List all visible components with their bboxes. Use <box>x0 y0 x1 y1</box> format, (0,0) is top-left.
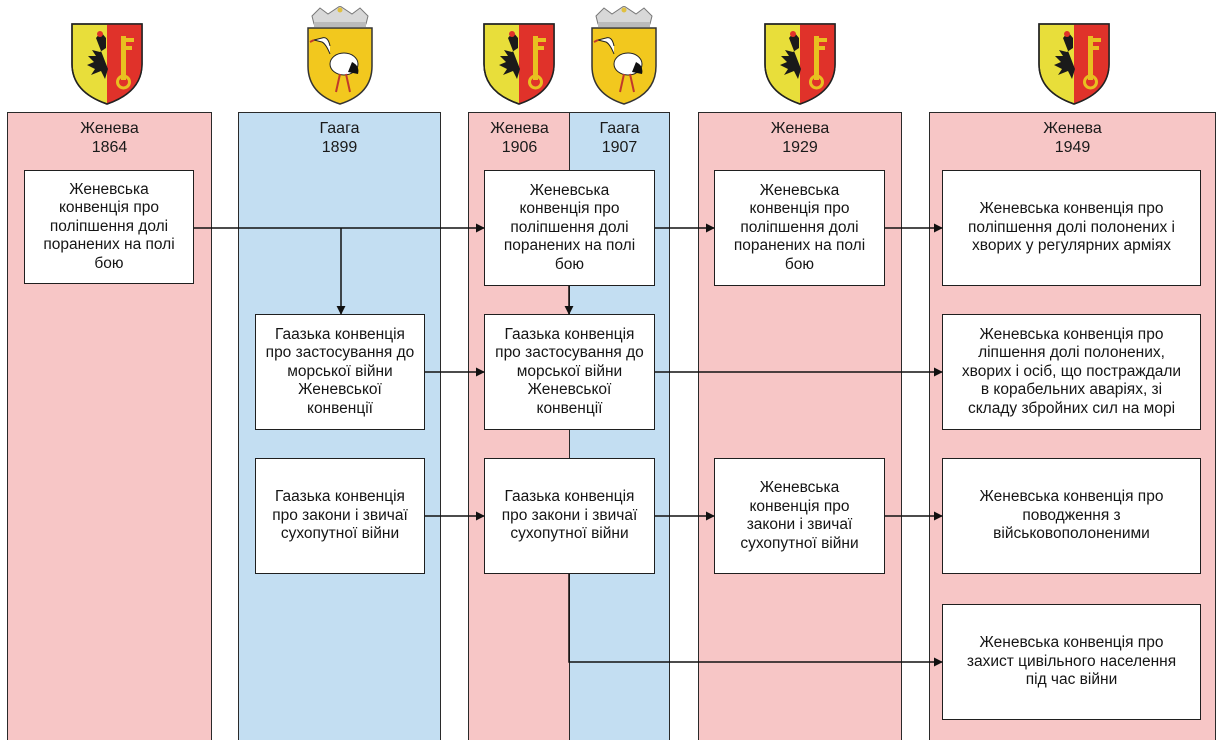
box-line: поліпшення долі <box>49 217 169 235</box>
box-line: Женевська конвенція про <box>979 200 1164 218</box>
box-line: Женевської <box>298 381 382 399</box>
box-line: Гаазька конвенція <box>275 488 405 506</box>
column-city: Женева <box>1043 120 1102 137</box>
column-header: Гаага 1907 <box>570 119 669 157</box>
box-line: конвенція про <box>749 497 850 515</box>
box-line: Женевська конвенція про <box>979 634 1164 652</box>
box-hague-1899-land: Гаазька конвенція про закони і звичаї су… <box>255 458 425 574</box>
column-city: Женева <box>80 120 139 137</box>
column-header: Женева 1864 <box>8 119 211 157</box>
box-line: конвенція про <box>519 200 620 218</box>
box-line: морської війни <box>516 362 623 380</box>
box-line: Гаазька конвенція <box>504 488 635 506</box>
box-line: поранених на полі <box>503 237 636 255</box>
box-line: хворих у регулярних арміях <box>972 237 1171 255</box>
geneva-coat-of-arms-icon <box>71 23 143 105</box>
box-line: Женевська конвенція про <box>979 488 1164 506</box>
box-line: Гаазька конвенція <box>504 325 635 343</box>
box-line: Женевська конвенція про <box>979 325 1164 343</box>
column-year: 1899 <box>321 139 358 156</box>
box-line: Женевська <box>759 479 840 496</box>
column-city: Женева <box>490 120 549 137</box>
box-line: про закони і звичаї <box>501 506 638 524</box>
box-line: ліпшення долі полонених, <box>978 344 1165 362</box>
column-header: Женева 1906 <box>469 119 570 157</box>
column-city: Гаага <box>599 120 640 137</box>
box-line: хворих і осіб, що постраждали <box>961 362 1182 380</box>
box-line: Гаазька конвенція <box>275 325 405 343</box>
box-line: про закони і звичаї <box>272 506 408 524</box>
box-line: поводження з <box>1022 506 1121 524</box>
column-year: 1929 <box>782 139 818 156</box>
geneva-coat-of-arms-icon <box>1038 23 1110 105</box>
box-line: Женевська <box>759 181 840 199</box>
geneva-coat-of-arms-icon <box>764 23 836 105</box>
column-year: 1907 <box>601 139 638 156</box>
box-line: під час війни <box>1025 671 1118 689</box>
box-geneva-1864-wounded: Женевська конвенція про поліпшення долі … <box>24 170 194 284</box>
box-geneva-1949-pow: Женевська конвенція про поводження з вій… <box>942 458 1201 574</box>
box-line: Женевська <box>69 180 149 198</box>
box-line: в корабельних аваріях, зі <box>980 381 1163 399</box>
column-city: Женева <box>770 120 830 137</box>
box-line: Женевська <box>529 181 610 199</box>
box-line: Женевської <box>527 381 612 399</box>
box-geneva-1949-sea: Женевська конвенція про ліпшення долі по… <box>942 314 1201 430</box>
box-line: бою <box>784 255 815 273</box>
box-line: бою <box>554 255 585 273</box>
box-line: морської війни <box>287 362 393 380</box>
hague-coat-of-arms-icon <box>307 6 373 105</box>
box-line: конвенції <box>536 399 603 417</box>
box-line: поліпшення долі <box>740 218 859 236</box>
column-header: Гаага 1899 <box>239 119 440 157</box>
column-city: Гаага <box>319 120 360 137</box>
box-line: бою <box>94 254 124 272</box>
box-geneva-1906-wounded: Женевська конвенція про поліпшення долі … <box>484 170 655 286</box>
geneva-coat-of-arms-icon <box>483 23 555 105</box>
column-header: Женева 1949 <box>930 119 1215 157</box>
box-line: сухопутної війни <box>510 525 629 543</box>
box-line: про застосування до <box>495 344 644 362</box>
column-year: 1864 <box>91 139 128 156</box>
box-line: конвенція про <box>58 199 159 217</box>
column-header: Женева 1929 <box>699 119 901 157</box>
box-line: про застосування до <box>265 344 415 362</box>
arrow-1907-land-to-1949-civil <box>568 574 943 667</box>
box-hague-1899-maritime: Гаазька конвенція про застосування до мо… <box>255 314 425 430</box>
box-line: закони і звичаї <box>746 516 853 533</box>
box-geneva-1929-wounded: Женевська конвенція про поліпшення долі … <box>714 170 885 286</box>
box-line: складу збройних сил на морі <box>967 399 1176 417</box>
box-line: поранених на полі <box>733 237 866 255</box>
box-geneva-1949-wounded: Женевська конвенція про поліпшення долі … <box>942 170 1201 286</box>
box-line: поліпшення долі полонених і <box>968 218 1175 236</box>
box-line: конвенції <box>306 399 373 417</box>
box-line: конвенція про <box>749 200 850 218</box>
box-line: сухопутної війни <box>280 525 400 543</box>
column-year: 1949 <box>1054 139 1091 156</box>
box-line: поранених на полі <box>43 236 175 254</box>
box-line: військовополоненими <box>993 525 1150 543</box>
box-line: захист цивільного населення <box>966 652 1177 670</box>
hague-coat-of-arms-icon <box>591 6 657 105</box>
box-hague-1907-maritime: Гаазька конвенція про застосування до мо… <box>484 314 655 430</box>
box-line: сухопутної війни <box>740 534 859 552</box>
box-geneva-1929-pow: Женевська конвенція про закони і звичаї … <box>714 458 885 574</box>
box-line: поліпшення долі <box>510 218 629 236</box>
box-hague-1907-land: Гаазька конвенція про закони і звичаї су… <box>484 458 655 574</box>
column-year: 1906 <box>501 139 538 156</box>
